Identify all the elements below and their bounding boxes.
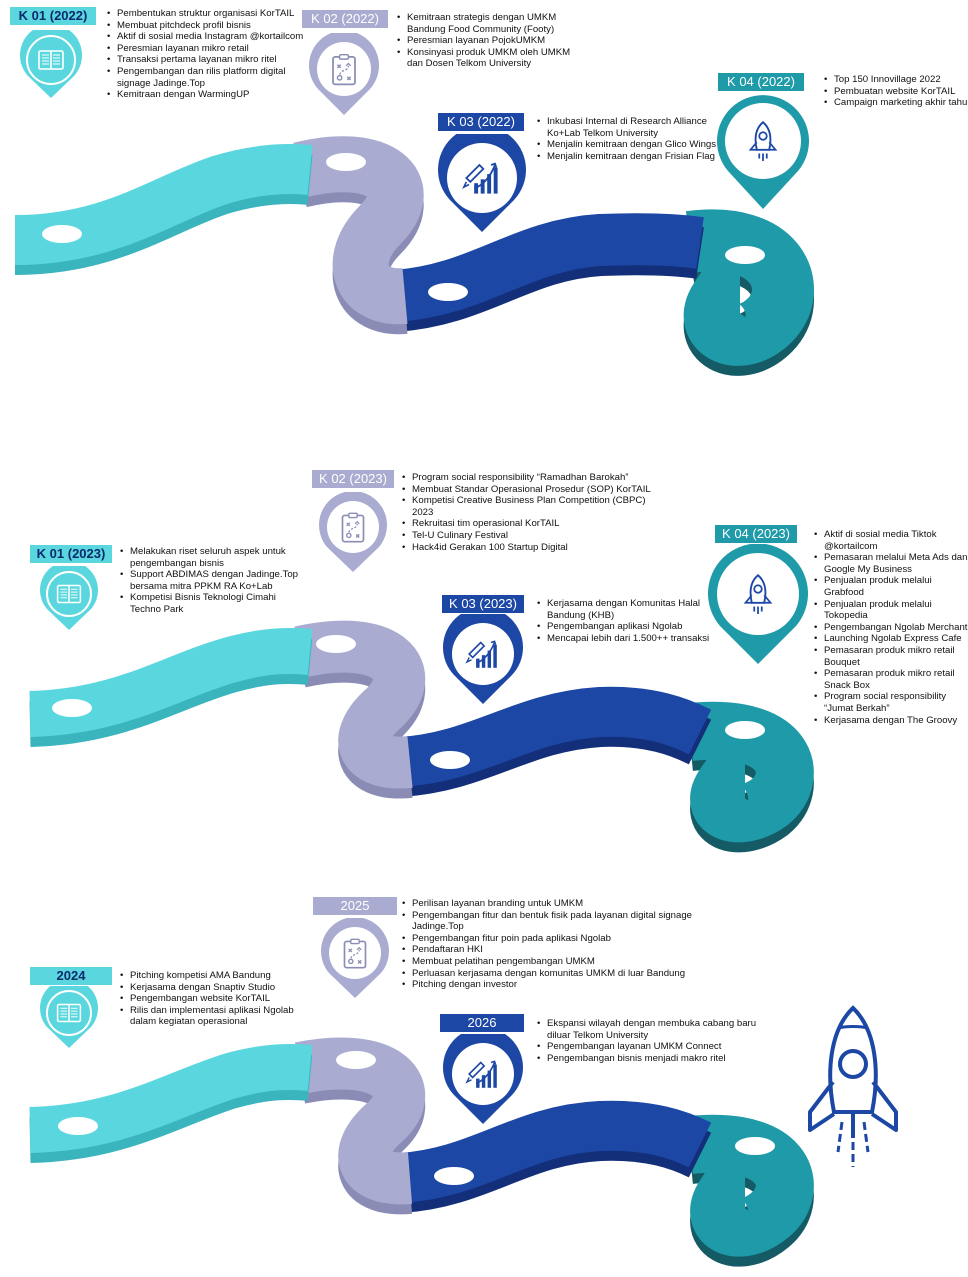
rocket-icon bbox=[808, 1005, 898, 1167]
list-item: Kompetisi Creative Business Plan Competi… bbox=[402, 495, 652, 518]
milestone-label-k4: K 04 (2022) bbox=[718, 73, 804, 91]
book-icon bbox=[40, 986, 98, 1048]
rocket-growth-icon bbox=[438, 134, 526, 232]
rocket-icon bbox=[717, 95, 809, 209]
list-item: Pembentukan struktur organisasi KorTAIL bbox=[107, 8, 307, 20]
milestone-list-k4: Aktif di sosial media Tiktok @kortailcom… bbox=[812, 529, 968, 726]
milestone-list-k4: Top 150 Innovillage 2022 Pembuatan websi… bbox=[822, 74, 968, 109]
timeline-section-2023: K 01 (2023) Melakukan riset seluruh aspe… bbox=[0, 462, 968, 862]
list-item: Kerjasama dengan The Groovy bbox=[814, 715, 968, 727]
list-item: Kerjasama dengan Snaptiv Studio bbox=[120, 982, 320, 994]
list-item: Rilis dan implementasi aplikasi Ngolab d… bbox=[120, 1005, 320, 1028]
milestone-list-k2: Perilisan layanan branding untuk UMKM Pe… bbox=[400, 898, 732, 991]
list-item: Perilisan layanan branding untuk UMKM bbox=[402, 898, 732, 910]
timeline-section-future: 2024 Pitching kompetisi AMA Bandung Kerj… bbox=[0, 890, 968, 1277]
strategy-clipboard-icon bbox=[321, 918, 389, 998]
list-item: Launching Ngolab Express Cafe bbox=[814, 633, 968, 645]
milestone-list-k3: Ekspansi wilayah dengan membuka cabang b… bbox=[535, 1018, 767, 1064]
list-item: Peresmian layanan PojokUMKM bbox=[397, 35, 577, 47]
list-item: Menjalin kemitraan dengan Glico Wings bbox=[537, 139, 717, 151]
list-item: Kompetisi Bisnis Teknologi Cimahi Techno… bbox=[120, 592, 300, 615]
list-item: Pemasaran produk mikro retail Snack Box bbox=[814, 668, 968, 691]
list-item: Transaksi pertama layanan mikro ritel bbox=[107, 54, 307, 66]
list-item: Campaign marketing akhir tahun bbox=[824, 97, 968, 109]
list-item: Perluasan kerjasama dengan komunitas UMK… bbox=[402, 968, 732, 980]
list-item: Melakukan riset seluruh aspek untuk peng… bbox=[120, 546, 300, 569]
list-item: Peresmian layanan mikro retail bbox=[107, 43, 307, 55]
milestone-label-k1: 2024 bbox=[30, 967, 112, 985]
list-item: Pengembangan dan rilis platform digital … bbox=[107, 66, 307, 89]
list-item: Pemasaran produk mikro retail Bouquet bbox=[814, 645, 968, 668]
list-item: Konsinyasi produk UMKM oleh UMKM dan Dos… bbox=[397, 47, 577, 70]
milestone-list-k2: Program social responsibility “Ramadhan … bbox=[400, 472, 652, 553]
strategy-clipboard-icon bbox=[319, 492, 387, 572]
list-item: Rekruitasi tim operasional KorTAIL bbox=[402, 518, 652, 530]
list-item: Ekspansi wilayah dengan membuka cabang b… bbox=[537, 1018, 767, 1041]
list-item: Program social responsibility “Ramadhan … bbox=[402, 472, 652, 484]
list-item: Mencapai lebih dari 1.500++ transaksi bbox=[537, 633, 717, 645]
list-item: Kerjasama dengan Komunitas Halal Bandung… bbox=[537, 598, 717, 621]
list-item: Pitching kompetisi AMA Bandung bbox=[120, 970, 320, 982]
milestone-label-k2: K 02 (2023) bbox=[312, 470, 394, 488]
list-item: Aktif di sosial media Tiktok @kortailcom bbox=[814, 529, 968, 552]
milestone-label-k2: 2025 bbox=[313, 897, 397, 915]
list-item: Pengembangan layanan UMKM Connect bbox=[537, 1041, 767, 1053]
rocket-growth-icon bbox=[443, 1034, 523, 1124]
milestone-list-k1: Pembentukan struktur organisasi KorTAIL … bbox=[105, 8, 307, 101]
list-item: Penjualan produk melalui Grabfood bbox=[814, 575, 968, 598]
rocket-icon bbox=[708, 544, 808, 664]
list-item: Pengembangan Ngolab Merchant bbox=[814, 622, 968, 634]
list-item: Kemitraan dengan WarmingUP bbox=[107, 89, 307, 101]
milestone-label-k3: K 03 (2023) bbox=[442, 595, 524, 613]
list-item: Pengembangan fitur poin pada aplikasi Ng… bbox=[402, 933, 732, 945]
strategy-clipboard-icon bbox=[309, 33, 379, 115]
list-item: Membuat pitchdeck profil bisnis bbox=[107, 20, 307, 32]
list-item: Hack4id Gerakan 100 Startup Digital bbox=[402, 542, 652, 554]
list-item: Inkubasi Internal di Research Alliance K… bbox=[537, 116, 717, 139]
milestone-list-k3: Inkubasi Internal di Research Alliance K… bbox=[535, 116, 717, 162]
book-icon bbox=[20, 30, 82, 98]
timeline-road bbox=[29, 1037, 814, 1267]
list-item: Top 150 Innovillage 2022 bbox=[824, 74, 968, 86]
milestone-label-k1: K 01 (2023) bbox=[30, 545, 112, 563]
milestone-label-k3: 2026 bbox=[440, 1014, 524, 1032]
milestone-list-k2: Kemitraan strategis dengan UMKM Bandung … bbox=[395, 12, 577, 70]
timeline-section-2022: K 01 (2022) Pembentukan struktur organis… bbox=[0, 0, 968, 400]
list-item: Program social responsibility “Jumat Ber… bbox=[814, 691, 968, 714]
list-item: Membuat pelatihan pengembangan UMKM bbox=[402, 956, 732, 968]
list-item: Pitching dengan investor bbox=[402, 979, 732, 991]
list-item: Pengembangan bisnis menjadi makro ritel bbox=[537, 1053, 767, 1065]
list-item: Support ABDIMAS dengan Jadinge.Top bersa… bbox=[120, 569, 300, 592]
list-item: Penjualan produk melalui Tokopedia bbox=[814, 599, 968, 622]
milestone-list-k3: Kerjasama dengan Komunitas Halal Bandung… bbox=[535, 598, 717, 644]
timeline-road bbox=[29, 620, 814, 853]
list-item: Menjalin kemitraan dengan Frisian Flag bbox=[537, 151, 717, 163]
list-item: Aktif di sosial media Instagram @kortail… bbox=[107, 31, 307, 43]
list-item: Pembuatan website KorTAIL bbox=[824, 86, 968, 98]
list-item: Kemitraan strategis dengan UMKM Bandung … bbox=[397, 12, 577, 35]
list-item: Pengembangan fitur dan bentuk fisik pada… bbox=[402, 910, 732, 933]
list-item: Pengembangan website KorTAIL bbox=[120, 993, 320, 1005]
list-item: Membuat Standar Operasional Prosedur (SO… bbox=[402, 484, 652, 496]
list-item: Pemasaran melalui Meta Ads dan Google My… bbox=[814, 552, 968, 575]
milestone-label-k3: K 03 (2022) bbox=[438, 113, 524, 131]
list-item: Pengembangan aplikasi Ngolab bbox=[537, 621, 717, 633]
book-icon bbox=[40, 566, 98, 630]
timeline-road bbox=[14, 136, 814, 376]
rocket-growth-icon bbox=[443, 614, 523, 704]
milestone-list-k1: Pitching kompetisi AMA Bandung Kerjasama… bbox=[118, 970, 320, 1028]
milestone-label-k4: K 04 (2023) bbox=[715, 525, 797, 543]
milestone-label-k1: K 01 (2022) bbox=[10, 7, 96, 25]
list-item: Tel-U Culinary Festival bbox=[402, 530, 652, 542]
milestone-label-k2: K 02 (2022) bbox=[302, 10, 388, 28]
list-item: Pendaftaran HKI bbox=[402, 944, 732, 956]
milestone-list-k1: Melakukan riset seluruh aspek untuk peng… bbox=[118, 546, 300, 616]
